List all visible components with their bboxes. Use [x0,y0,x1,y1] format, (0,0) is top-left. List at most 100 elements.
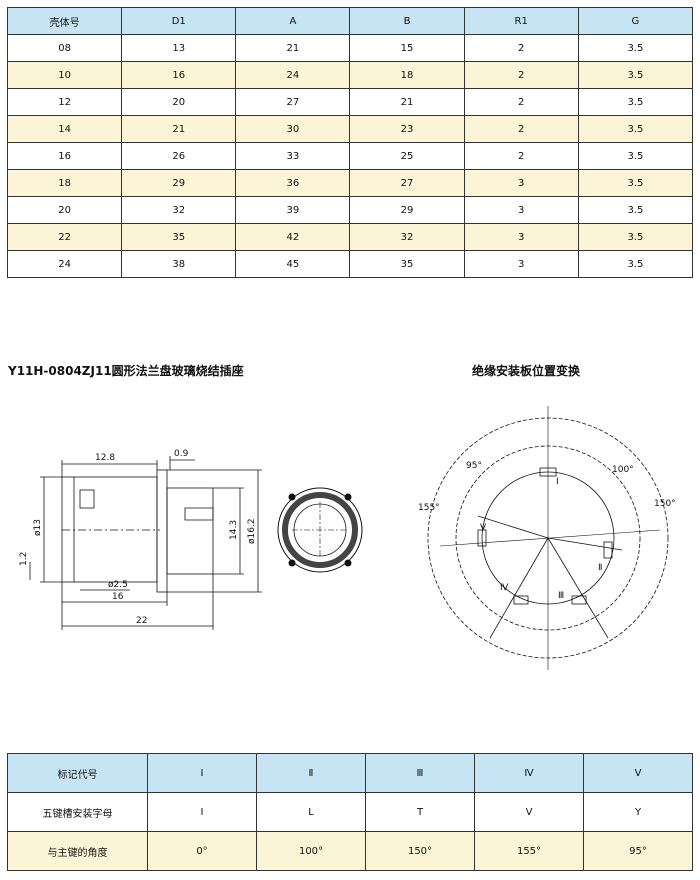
spec-header-cell: B [349,7,465,35]
table-cell: 25 [349,142,465,170]
angle-155: 155° [418,503,440,513]
technical-drawing: 12.8 0.9 ø13 1.2 ø2.5 16 22 14.3 ø16.2 9… [19,406,676,670]
table-cell: 3.5 [577,115,694,143]
angle-100: 100° [612,465,634,475]
table-cell: 35 [121,223,237,251]
table-cell: 150° [365,831,475,871]
table-cell: 33 [235,142,351,170]
table-cell: 24 [6,250,123,278]
table-cell: L [256,792,366,832]
mount-hole [288,559,296,567]
table-cell: I [147,792,257,832]
table-cell: Y [583,792,693,832]
table-cell: 30 [235,115,351,143]
table-cell: 29 [121,169,237,197]
side-view [29,456,262,630]
table-cell: 100° [256,831,366,871]
left-drawing-title: Y11H-0804ZJ11圆形法兰盘玻璃烧结插座 [8,364,244,378]
flange [156,469,168,593]
table-cell: 13 [121,34,237,62]
rear-body [166,487,214,575]
table-cell: Ⅰ [147,753,257,793]
table-cell: 3 [463,196,579,224]
ray-150 [547,537,609,639]
table-cell: 08 [6,34,123,62]
dimension-labels: 12.8 0.9 ø13 1.2 ø2.5 16 22 14.3 ø16.2 [19,449,257,626]
row-label: 与主键的角度 [7,831,148,871]
table-cell: 24 [235,61,351,89]
table-cell: 2 [463,142,579,170]
table-cell: 26 [121,142,237,170]
mount-hole [344,493,352,501]
table-cell: 3.5 [577,196,694,224]
table-cell: 32 [349,223,465,251]
table-cell: 10 [6,61,123,89]
ray-95 [477,515,549,539]
roman-label-2: Ⅱ [598,563,602,573]
table-cell: 3 [463,169,579,197]
angle-150: 150° [654,499,676,509]
ray-100 [547,537,623,551]
connector-body [61,476,158,583]
key-notch [571,595,587,605]
pin-hole [79,489,95,509]
table-cell: Ⅲ [365,753,475,793]
table-cell: 29 [349,196,465,224]
table-cell: 15 [349,34,465,62]
table-cell: 45 [235,250,351,278]
table-cell: 27 [235,88,351,116]
roman-labels: Ⅰ Ⅱ Ⅲ Ⅳ Ⅴ [480,477,602,601]
table-cell: 2 [463,34,579,62]
table-cell: 32 [121,196,237,224]
table-cell: 2 [463,61,579,89]
table-cell: 36 [235,169,351,197]
table-cell: 16 [6,142,123,170]
table-cell: 155° [474,831,584,871]
table-cell: 42 [235,223,351,251]
roman-label-1: Ⅰ [556,477,559,487]
table-cell: 2 [463,115,579,143]
dim-2-5: ø2.5 [108,580,128,590]
table-cell: 3.5 [577,61,694,89]
table-cell: 20 [6,196,123,224]
dim-16-2: ø16.2 [247,518,257,544]
table-cell: 95° [583,831,693,871]
dim-22: 22 [136,616,147,626]
table-cell: 21 [121,115,237,143]
key-notch [539,467,557,477]
table-cell: 12 [6,88,123,116]
table-cell: 22 [6,223,123,251]
table-cell: 16 [121,61,237,89]
mount-hole [344,559,352,567]
table-cell: 3 [463,223,579,251]
table-cell: Ⅱ [256,753,366,793]
dim-13: ø13 [33,519,43,536]
dim-14-3: 14.3 [229,520,239,540]
roman-label-4: Ⅳ [500,583,509,593]
table-cell: 3.5 [577,34,694,62]
table-cell: 38 [121,250,237,278]
angle-95: 95° [466,461,482,471]
table-cell: 3.5 [577,88,694,116]
spec-header-cell: 壳体号 [6,7,123,35]
row-label: 五键槽安装字母 [7,792,148,832]
dim-12-8: 12.8 [95,453,115,463]
table-cell: 3 [463,250,579,278]
table-cell: 3.5 [577,250,694,278]
outer-ring [277,487,363,573]
spec-header-cell: D1 [121,7,237,35]
table-cell: 3.5 [577,169,694,197]
front-view [277,487,363,573]
